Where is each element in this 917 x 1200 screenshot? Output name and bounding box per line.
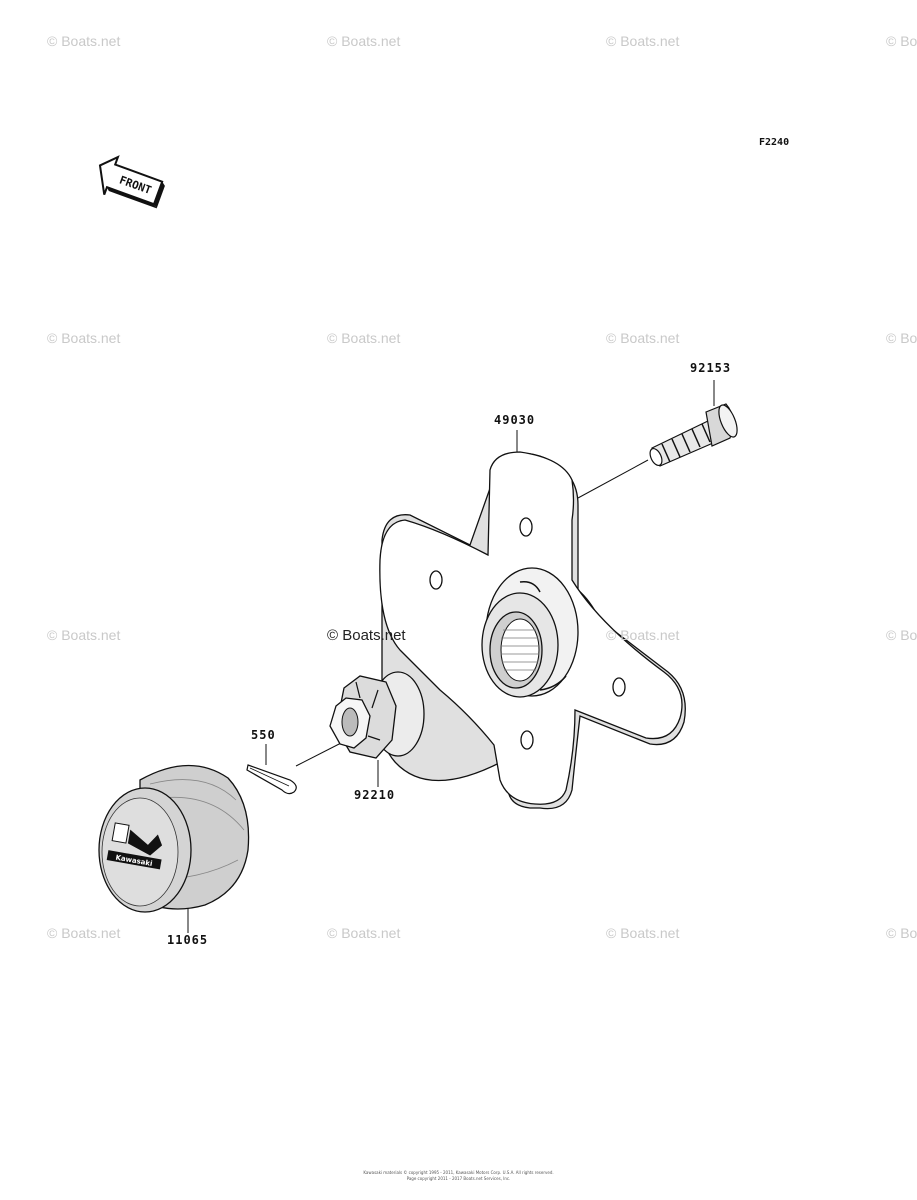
copyright-line-1: Kawasaki materials © copyright 1995 - 20… — [363, 1170, 554, 1175]
leader-line-cotter — [295, 740, 346, 767]
part-label-92210[interactable]: 92210 — [354, 788, 396, 802]
watermark-center: © Boats.net — [327, 627, 406, 644]
castle-nut-92210-icon — [329, 671, 425, 759]
cotter-pin-550-icon — [246, 764, 297, 795]
bolt-92153-icon — [649, 403, 738, 467]
watermark: © Boats.net — [47, 33, 121, 49]
watermark: © Boats.net — [47, 925, 121, 941]
watermark: © Boats.net — [606, 627, 680, 643]
watermark: © Boats.net — [47, 627, 121, 643]
watermark: © Boats.net — [606, 33, 680, 49]
watermark: © Boats.net — [47, 330, 121, 346]
watermark: © Boats.net — [886, 627, 917, 643]
figure-code: F2240 — [759, 137, 790, 148]
watermark: © Boats.net — [886, 925, 917, 941]
part-label-92153[interactable]: 92153 — [690, 361, 732, 375]
watermark: © Boats.net — [327, 33, 401, 49]
part-label-11065[interactable]: 11065 — [167, 933, 209, 947]
watermark: © Boats.net — [606, 330, 680, 346]
drive-plate-49030-icon — [379, 451, 686, 810]
leader-line-49030-bolt — [577, 459, 649, 499]
hub-cap-11065-icon: Kawasaki — [98, 764, 250, 913]
watermark: © Boats.net — [606, 925, 680, 941]
watermark: © Boats.net — [327, 925, 401, 941]
copyright-line-2: Page copyright 2011 - 2017 Boats.net Ser… — [406, 1176, 511, 1181]
front-arrow-icon: FRONT — [98, 155, 165, 209]
part-label-550[interactable]: 550 — [251, 728, 276, 742]
part-label-49030[interactable]: 49030 — [494, 413, 536, 427]
watermark: © Boats.net — [327, 330, 401, 346]
watermark: © Boats.net — [886, 330, 917, 346]
watermark: © Boats.net — [886, 33, 917, 49]
